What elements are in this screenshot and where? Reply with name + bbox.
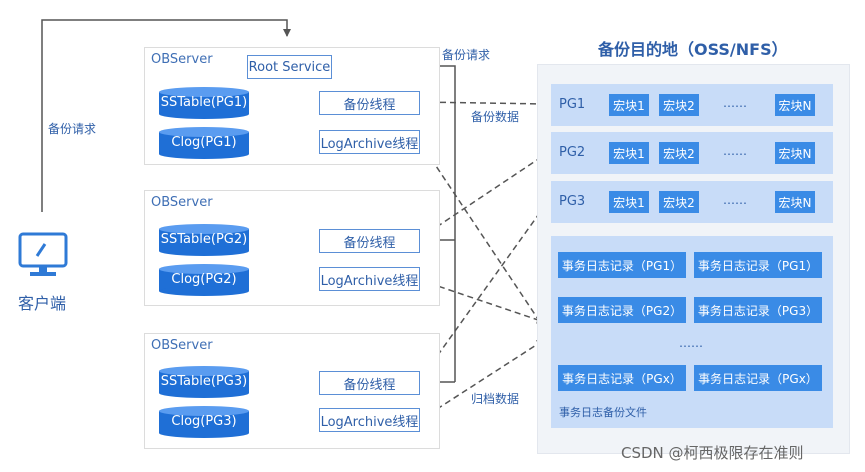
clog-pg3-cylinder: Clog(PG3) [159, 406, 249, 438]
observer-title: OBServer [151, 338, 213, 353]
backup1-data-arrow [419, 99, 547, 108]
observer-title: OBServer [151, 195, 213, 210]
clog-pg1-label: Clog(PG1) [171, 135, 237, 150]
macro-block: 宏块N [775, 94, 815, 116]
archive-data-label: 归档数据 [471, 392, 520, 406]
backup-thread-2: 备份线程 [319, 229, 420, 253]
sstable-pg3-cylinder: SSTable(PG3) [159, 366, 249, 398]
sstable-pg2-label: SSTable(PG2) [160, 232, 248, 247]
logarchive-thread-3: LogArchive线程 [319, 408, 420, 432]
macro-block: 宏块2 [659, 142, 699, 164]
sstable-pg2-cylinder: SSTable(PG2) [159, 224, 249, 256]
archive1-data-arrow [419, 141, 545, 329]
pg-row-3: PG3 宏块1 宏块2 …… 宏块N [551, 181, 833, 223]
client-monitor-icon [18, 232, 68, 280]
left-request-label: 备份请求 [48, 122, 97, 136]
logarchive-thread-2: LogArchive线程 [319, 267, 420, 291]
backup-data-label: 备份数据 [471, 110, 520, 124]
client-label: 客户端 [18, 294, 67, 313]
archive2-data-arrow [419, 279, 545, 324]
pg-label: PG2 [559, 145, 586, 160]
macro-block: 宏块1 [609, 94, 649, 116]
sstable-pg3-label: SSTable(PG3) [160, 374, 248, 389]
macro-block-dots: …… [723, 144, 747, 158]
backup3-data-arrow [419, 203, 547, 381]
macro-block-dots: …… [723, 96, 747, 110]
pg-row-1: PG1 宏块1 宏块2 …… 宏块N [551, 84, 833, 126]
log-record: 事务日志记录（PGx） [694, 365, 822, 391]
client-request-line [41, 19, 291, 212]
backup-thread-3: 备份线程 [319, 371, 420, 395]
log-record: 事务日志记录（PG2） [558, 297, 686, 323]
log-footer-label: 事务日志备份文件 [559, 406, 647, 419]
backup2-data-arrow [419, 153, 547, 239]
pg-label: PG1 [559, 97, 586, 112]
observer-title: OBServer [151, 52, 213, 67]
clog-pg2-cylinder: Clog(PG2) [159, 264, 249, 296]
macro-block: 宏块N [775, 191, 815, 213]
log-record: 事务日志记录（PG3） [694, 297, 822, 323]
archive3-data-arrow [419, 339, 545, 421]
macro-block: 宏块1 [609, 142, 649, 164]
log-record: 事务日志记录（PGx） [558, 365, 686, 391]
destination-title: 备份目的地（OSS/NFS） [598, 40, 788, 59]
right-request-label: 备份请求 [442, 48, 491, 62]
macro-block-dots: …… [723, 193, 747, 207]
log-record: 事务日志记录（PG1） [558, 252, 686, 278]
logarchive-thread-1: LogArchive线程 [319, 130, 420, 154]
sstable-pg1-cylinder: SSTable(PG1) [159, 87, 249, 119]
log-record-dots: …… [679, 336, 703, 350]
macro-block: 宏块2 [659, 94, 699, 116]
log-record: 事务日志记录（PG1） [694, 252, 822, 278]
pg-row-2: PG2 宏块1 宏块2 …… 宏块N [551, 132, 833, 174]
macro-block: 宏块2 [659, 191, 699, 213]
clog-pg2-label: Clog(PG2) [171, 272, 237, 287]
watermark: CSDN @柯西极限存在准则 [621, 444, 804, 462]
sstable-pg1-label: SSTable(PG1) [160, 95, 248, 110]
macro-block: 宏块N [775, 142, 815, 164]
macro-block: 宏块1 [609, 191, 649, 213]
pg-label: PG3 [559, 194, 586, 209]
root-service-box: Root Service [247, 55, 332, 79]
clog-pg3-label: Clog(PG3) [171, 414, 237, 429]
backup-thread-1: 备份线程 [319, 91, 420, 115]
transaction-log-area: 事务日志记录（PG1） 事务日志记录（PG1） 事务日志记录（PG2） 事务日志… [551, 236, 833, 428]
clog-pg1-cylinder: Clog(PG1) [159, 127, 249, 159]
